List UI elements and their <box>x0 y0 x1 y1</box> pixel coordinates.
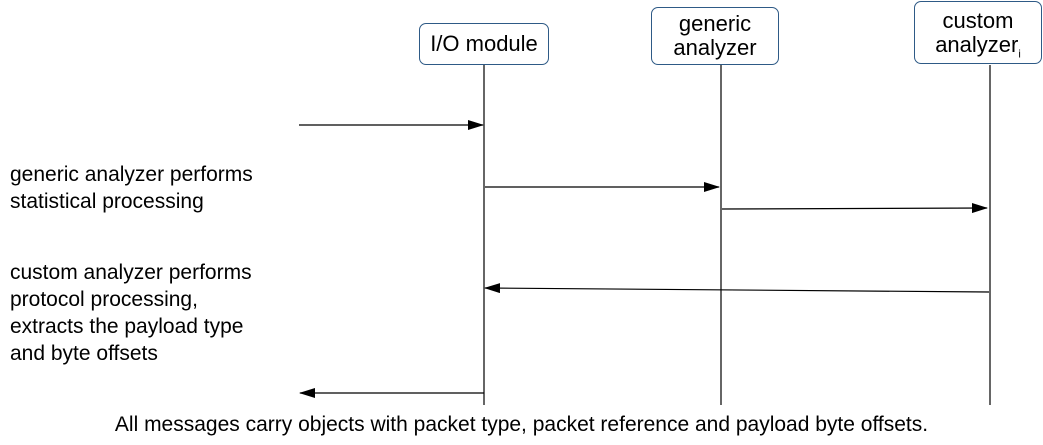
message-custom-to-io <box>484 283 990 294</box>
note-custom-line2: protocol processing, <box>10 288 198 311</box>
actor-custom-analyzer-subscript: i <box>1018 47 1021 60</box>
actor-custom-analyzer: custom analyzeri <box>914 1 1042 64</box>
diagram-caption: All messages carry objects with packet t… <box>114 413 929 436</box>
note-generic-analyzer: generic analyzer performs statistical pr… <box>10 161 253 215</box>
note-custom-line4: and byte offsets <box>10 342 158 365</box>
actor-generic-analyzer-label-line1: generic <box>678 11 752 36</box>
note-generic-line1: generic analyzer performs <box>10 163 253 186</box>
actor-custom-analyzer-label-line1: custom <box>942 7 1014 33</box>
note-generic-line2: statistical processing <box>10 190 204 213</box>
note-custom-line3: extracts the payload type <box>10 315 244 338</box>
message-generic-to-custom <box>721 203 988 214</box>
note-custom-analyzer: custom analyzer performs protocol proces… <box>10 259 252 367</box>
actor-generic-analyzer: generic analyzer <box>651 7 779 65</box>
actor-custom-analyzer-label-line2-wrap: analyzeri <box>935 31 1021 60</box>
actor-io-module: I/O module <box>419 23 549 65</box>
note-custom-line1: custom analyzer performs <box>10 261 252 284</box>
actor-io-module-label: I/O module <box>430 31 538 56</box>
actor-generic-analyzer-label-line2: analyzer <box>673 35 757 60</box>
actor-custom-analyzer-label-line2: analyzer <box>935 31 1019 57</box>
